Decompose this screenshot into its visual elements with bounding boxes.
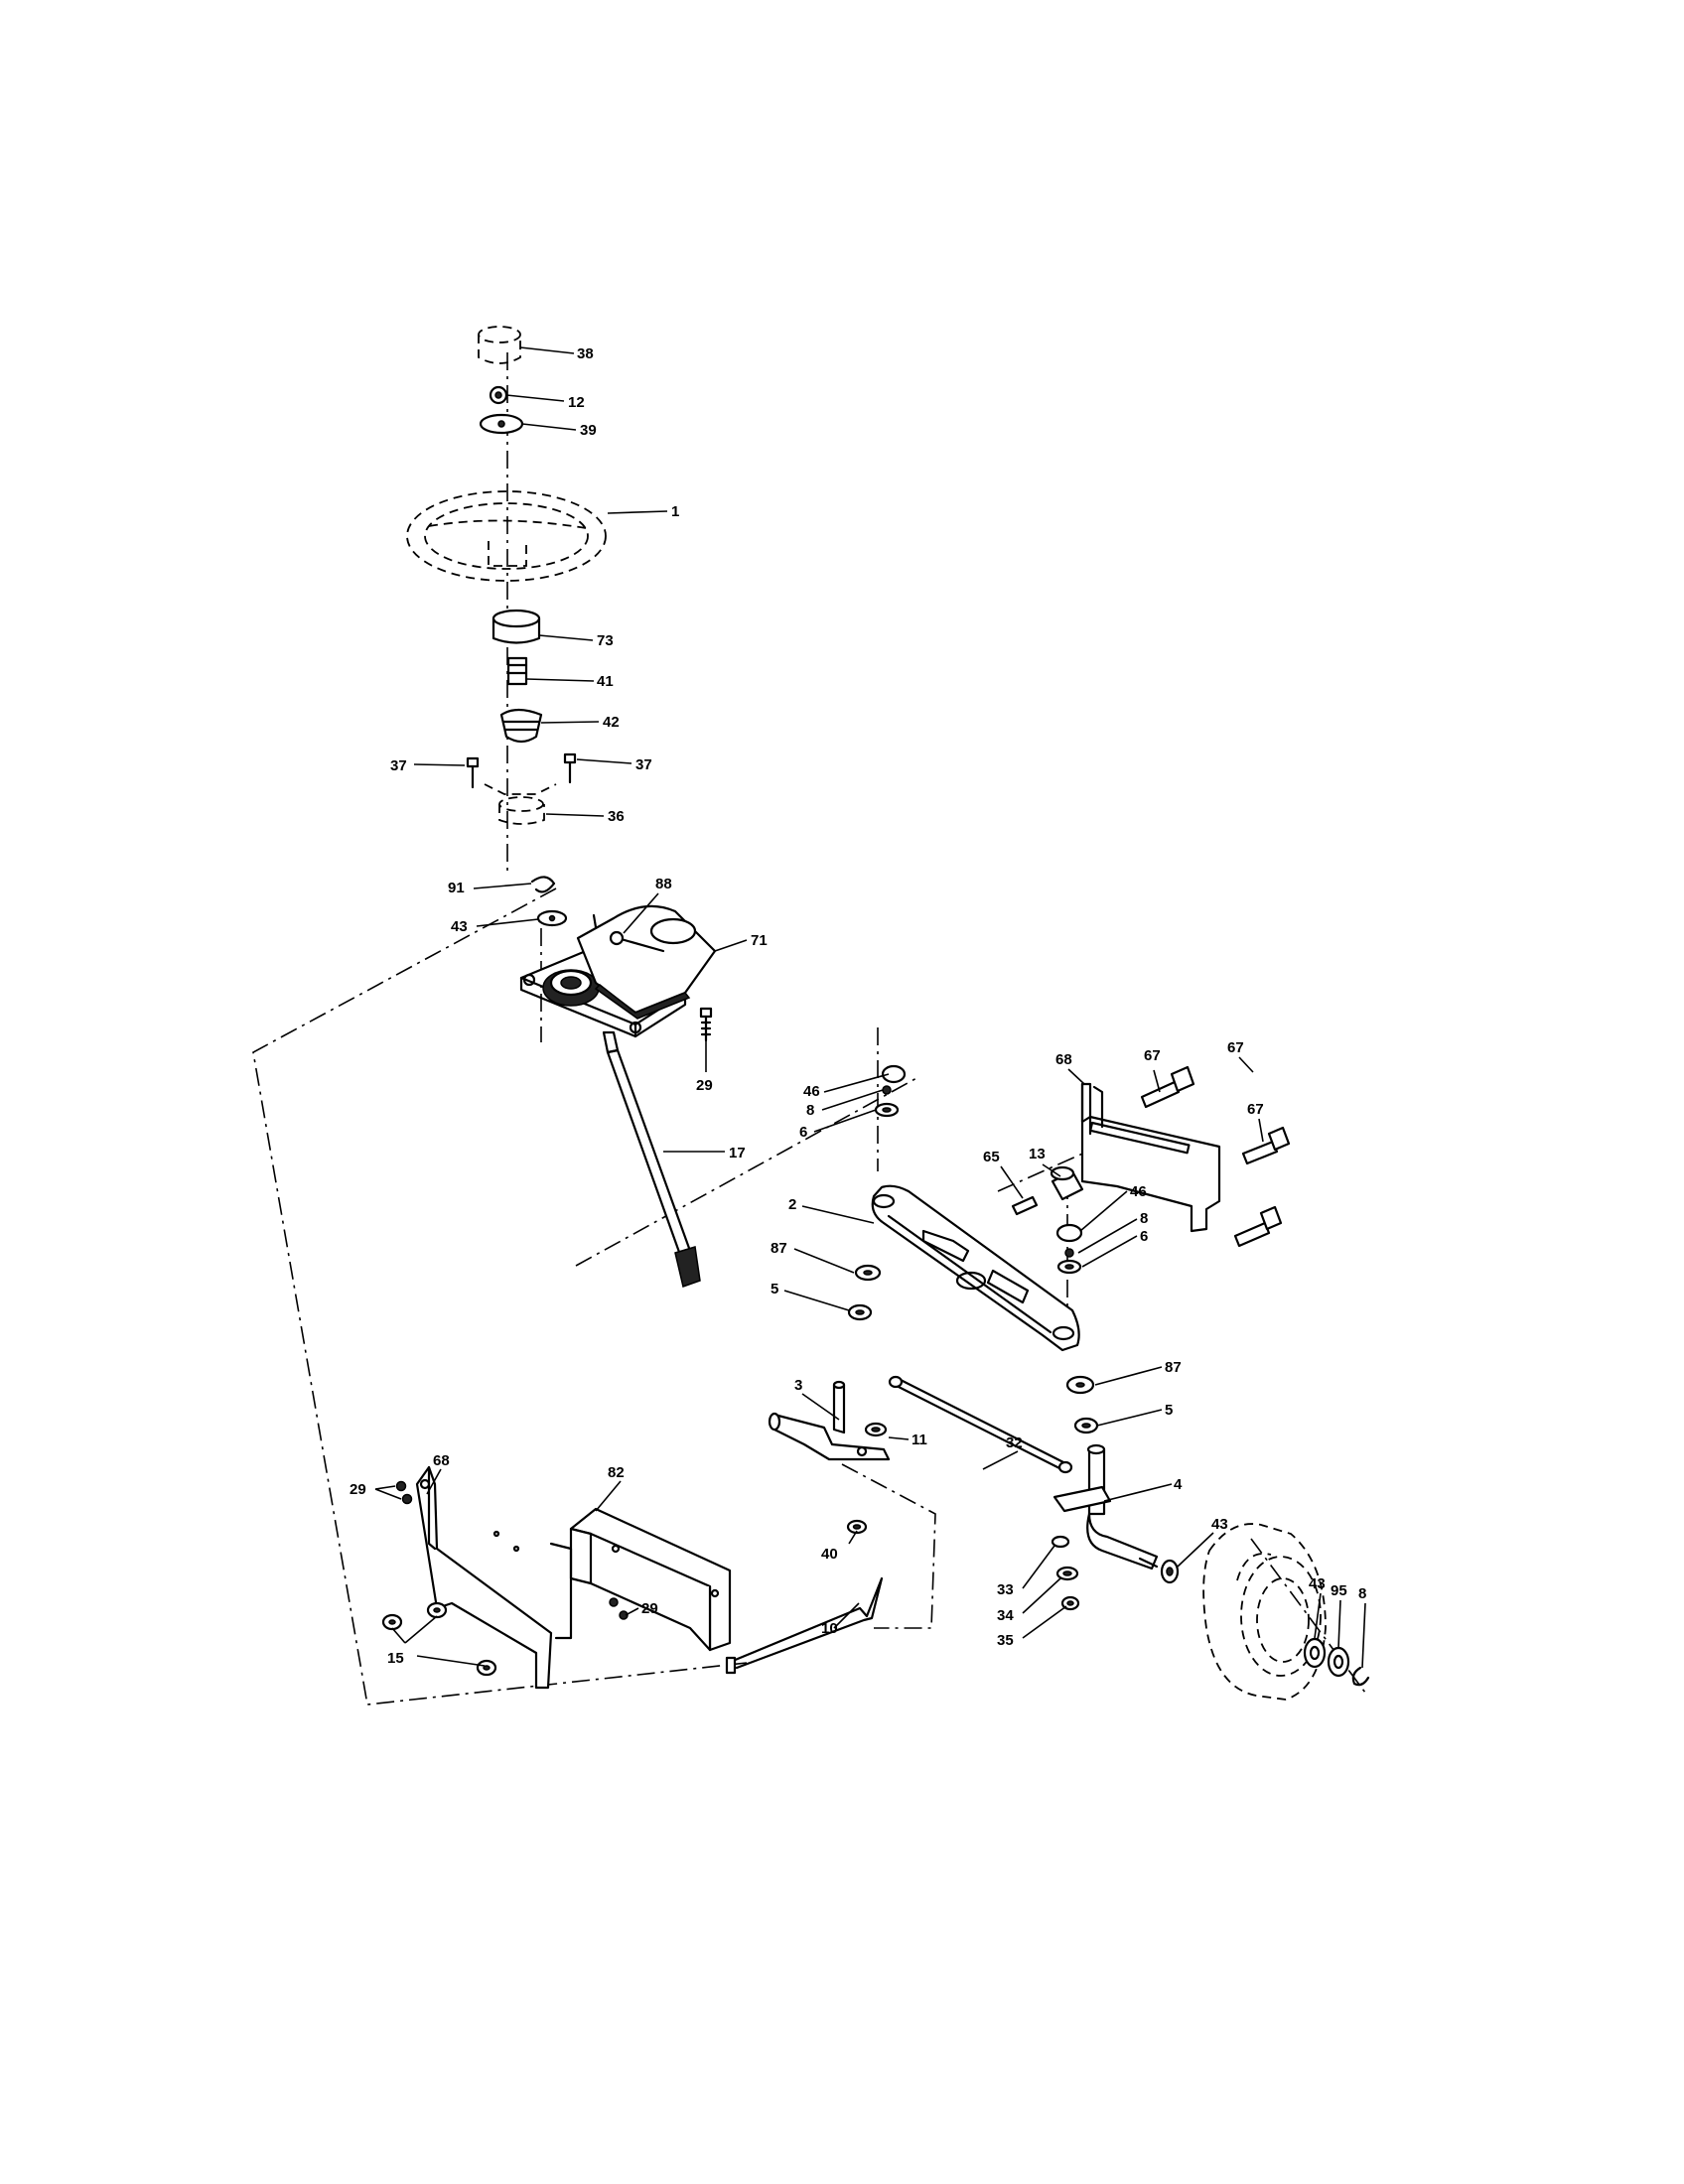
label-8-wheel: 8 bbox=[1358, 1585, 1366, 1602]
spindle-washers bbox=[1051, 1535, 1080, 1611]
label-34: 34 bbox=[997, 1607, 1014, 1624]
steering-shaft bbox=[602, 1030, 701, 1288]
label-3: 3 bbox=[794, 1377, 802, 1394]
label-35: 35 bbox=[997, 1632, 1014, 1649]
label-46-right: 46 bbox=[1130, 1183, 1147, 1200]
label-11: 11 bbox=[912, 1432, 927, 1448]
gear-bolt bbox=[699, 1007, 713, 1042]
wheel-washer bbox=[479, 413, 524, 435]
sector-gear bbox=[576, 904, 717, 1020]
label-6-right: 6 bbox=[1140, 1228, 1148, 1245]
spindle-right bbox=[1052, 1443, 1159, 1570]
label-32: 32 bbox=[1006, 1434, 1023, 1451]
label-42: 42 bbox=[603, 714, 620, 731]
drag-link bbox=[725, 1576, 884, 1675]
label-40: 40 bbox=[821, 1546, 838, 1563]
label-8-right: 8 bbox=[1140, 1210, 1148, 1227]
spindle-left bbox=[768, 1380, 891, 1461]
pivot-spacer bbox=[1050, 1165, 1084, 1201]
label-29-channel: 29 bbox=[641, 1600, 658, 1617]
label-46-left: 46 bbox=[803, 1083, 820, 1100]
wheel-washers bbox=[1303, 1637, 1370, 1687]
label-82: 82 bbox=[608, 1464, 625, 1481]
label-33: 33 bbox=[997, 1581, 1014, 1598]
tie-rod bbox=[888, 1375, 1073, 1474]
axle-washers-left bbox=[847, 1264, 882, 1321]
label-29-gear: 29 bbox=[696, 1077, 713, 1094]
front-wheel bbox=[1202, 1523, 1327, 1701]
label-15: 15 bbox=[387, 1650, 404, 1667]
steering-adapter bbox=[506, 656, 528, 686]
label-36: 36 bbox=[608, 808, 625, 825]
bracket-bolts bbox=[1140, 1065, 1291, 1248]
leader-lines bbox=[374, 346, 1366, 1669]
label-95: 95 bbox=[1331, 1582, 1347, 1599]
label-12: 12 bbox=[568, 394, 585, 411]
label-6-left: 6 bbox=[799, 1124, 807, 1141]
label-91: 91 bbox=[448, 880, 465, 896]
pivot-pin bbox=[1011, 1195, 1039, 1216]
label-37-right: 37 bbox=[635, 756, 652, 773]
dash-support bbox=[484, 783, 557, 825]
label-67-c: 67 bbox=[1247, 1101, 1264, 1118]
spring-clip bbox=[530, 876, 556, 893]
boot bbox=[499, 708, 543, 744]
label-4: 4 bbox=[1174, 1476, 1183, 1493]
pinion-gear bbox=[542, 969, 600, 1007]
tie-rod-end-left bbox=[864, 1422, 888, 1437]
right-axle-bracket bbox=[1080, 1082, 1221, 1233]
label-71: 71 bbox=[751, 932, 768, 949]
label-29-left: 29 bbox=[350, 1481, 366, 1498]
dash-bolts bbox=[466, 752, 577, 789]
mount-nuts bbox=[381, 1601, 497, 1677]
left-bracket bbox=[415, 1465, 553, 1690]
label-38: 38 bbox=[577, 345, 594, 362]
label-37-left: 37 bbox=[390, 757, 407, 774]
axle-washers-right bbox=[1065, 1375, 1099, 1434]
callout-labels: 38 12 39 1 73 41 42 37 37 36 91 88 43 71… bbox=[350, 345, 1366, 1667]
axle-cap-right bbox=[1055, 1223, 1083, 1275]
label-2: 2 bbox=[788, 1196, 796, 1213]
label-17: 17 bbox=[729, 1145, 746, 1161]
label-88: 88 bbox=[655, 876, 672, 892]
label-73: 73 bbox=[597, 632, 614, 649]
gear-washer bbox=[536, 909, 568, 927]
label-68-left: 68 bbox=[433, 1452, 450, 1469]
label-39: 39 bbox=[580, 422, 597, 439]
label-87-left: 87 bbox=[771, 1240, 787, 1257]
label-10: 10 bbox=[821, 1620, 838, 1637]
label-5-right: 5 bbox=[1165, 1402, 1173, 1419]
label-1: 1 bbox=[671, 503, 679, 520]
label-8-left: 8 bbox=[806, 1102, 814, 1119]
label-65: 65 bbox=[983, 1149, 1000, 1165]
label-43-wheel-outer: 43 bbox=[1309, 1575, 1326, 1592]
front-axle bbox=[871, 1184, 1080, 1352]
steering-wheel bbox=[406, 490, 607, 582]
label-13: 13 bbox=[1029, 1146, 1046, 1162]
wheel-washer-inner bbox=[1160, 1559, 1180, 1584]
label-67-a: 67 bbox=[1144, 1047, 1161, 1064]
steering-cap bbox=[478, 326, 521, 364]
label-43-top: 43 bbox=[451, 918, 468, 935]
channel-bracket bbox=[549, 1507, 732, 1652]
label-68-right: 68 bbox=[1055, 1051, 1072, 1068]
label-87-right: 87 bbox=[1165, 1359, 1182, 1376]
label-41: 41 bbox=[597, 673, 614, 690]
bracket-screws-left bbox=[395, 1480, 413, 1505]
label-5-left: 5 bbox=[771, 1281, 778, 1297]
steering-bushing bbox=[491, 609, 541, 644]
spindle-nut-left bbox=[846, 1519, 868, 1535]
label-43-wheel-inner: 43 bbox=[1211, 1516, 1228, 1533]
channel-bolts bbox=[609, 1597, 629, 1620]
axle-cap-left bbox=[874, 1064, 907, 1118]
wheel-nut bbox=[489, 385, 508, 405]
label-67-b: 67 bbox=[1227, 1039, 1244, 1056]
